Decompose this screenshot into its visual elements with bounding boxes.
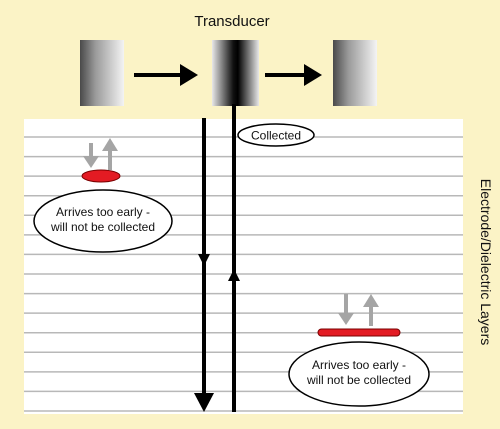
- reflector-left: [81, 169, 121, 183]
- motion-arrow-left: [134, 64, 198, 86]
- reflector-right: [317, 328, 401, 337]
- title-transducer: Transducer: [194, 13, 269, 30]
- signal-arrows-right: [338, 294, 379, 326]
- callout-right-line1: Arrives too early -: [312, 358, 406, 372]
- motion-arrow-right: [265, 64, 322, 86]
- transducer-right: [333, 40, 377, 106]
- signal-arrows-left: [83, 138, 118, 170]
- collected-callout: [237, 123, 315, 147]
- callout-left-line2: will not be collected: [50, 220, 155, 234]
- side-label: Electrode/Dielectric Layers: [478, 179, 494, 346]
- ray-down: [194, 118, 214, 412]
- transducer-left: [80, 40, 124, 106]
- callout-left-line1: Arrives too early -: [56, 205, 150, 219]
- callout-right-line2: will not be collected: [306, 373, 411, 387]
- callout-right: [288, 341, 430, 407]
- transducer-center: [212, 40, 259, 106]
- collected-label: Collected: [251, 129, 301, 143]
- ray-up: [228, 104, 240, 412]
- callout-left: [33, 189, 173, 253]
